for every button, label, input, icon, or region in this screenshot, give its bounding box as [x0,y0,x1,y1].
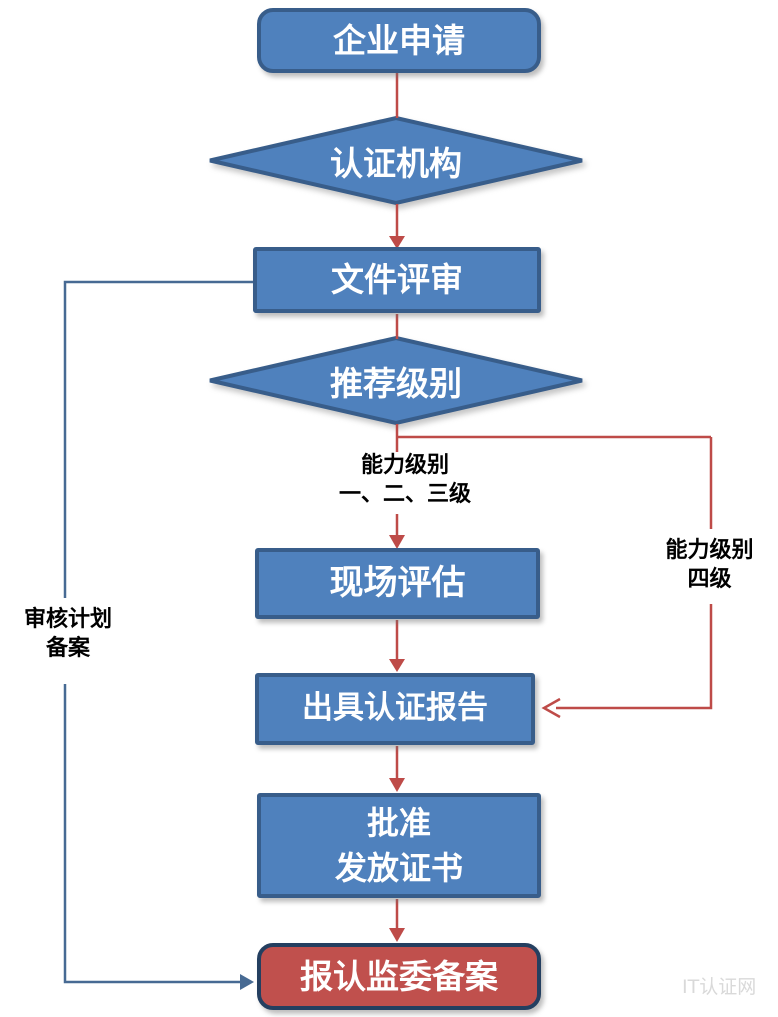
node-filing: 报认监委备案 [257,943,541,1010]
arrowhead-docreview [389,236,405,249]
node-recommend-level: 推荐级别 [296,360,496,403]
edge-label-level-4-line1: 能力级别 [665,538,754,563]
node-onsite-assessment: 现场评估 [255,548,540,619]
node-apply-label: 企业申请 [333,20,465,60]
node-approve-line2: 发放证书 [334,848,463,887]
node-approve-line1: 批准 [366,803,431,842]
node-doc-review: 文件评审 [253,247,541,313]
arrowhead-report [389,659,405,672]
node-approve-issue-cert: 批准 发放证书 [257,793,541,898]
edge-label-audit-plan-line1: 审核计划 [23,607,112,632]
connector-auditplan-to-filing [63,684,240,984]
node-issue-report-label: 出具认证报告 [302,690,488,727]
connector-level4-to-report [556,604,713,710]
diamond-recommend-level-shape [209,335,583,426]
node-issue-report: 出具认证报告 [255,673,535,745]
diamond-cert-body-shape [209,115,583,206]
edge-label-level-1-2-3: 能力级别 一、二、三级 [305,451,505,509]
arrowhead-filing-left [240,974,254,990]
arrowhead-approve [389,778,405,792]
node-filing-label: 报认监委备案 [300,956,498,996]
connector-docreview-to-auditplan [63,280,253,598]
edge-label-level-1-2-3-line1: 能力级别 [360,453,449,478]
watermark-text: IT认证网 [682,976,757,998]
edge-label-level-4: 能力级别 四级 [637,536,778,594]
node-recommend-level-label: 推荐级别 [330,363,462,403]
edge-label-level-1-2-3-line2: 一、二、三级 [338,482,471,507]
arrowhead-filing [389,928,405,942]
arrowhead-level4-into-report [541,697,561,719]
node-onsite-assessment-label: 现场评估 [329,562,466,603]
node-cert-body: 认证机构 [296,140,496,183]
arrowhead-onsite [389,535,405,549]
node-cert-body-label: 认证机构 [330,143,462,183]
edge-label-level-4-line2: 四级 [687,567,732,592]
node-doc-review-label: 文件评审 [331,260,463,300]
edge-label-audit-plan: 审核计划 备案 [8,605,128,663]
node-apply: 企业申请 [257,8,541,73]
edge-label-audit-plan-line2: 备案 [45,636,90,661]
